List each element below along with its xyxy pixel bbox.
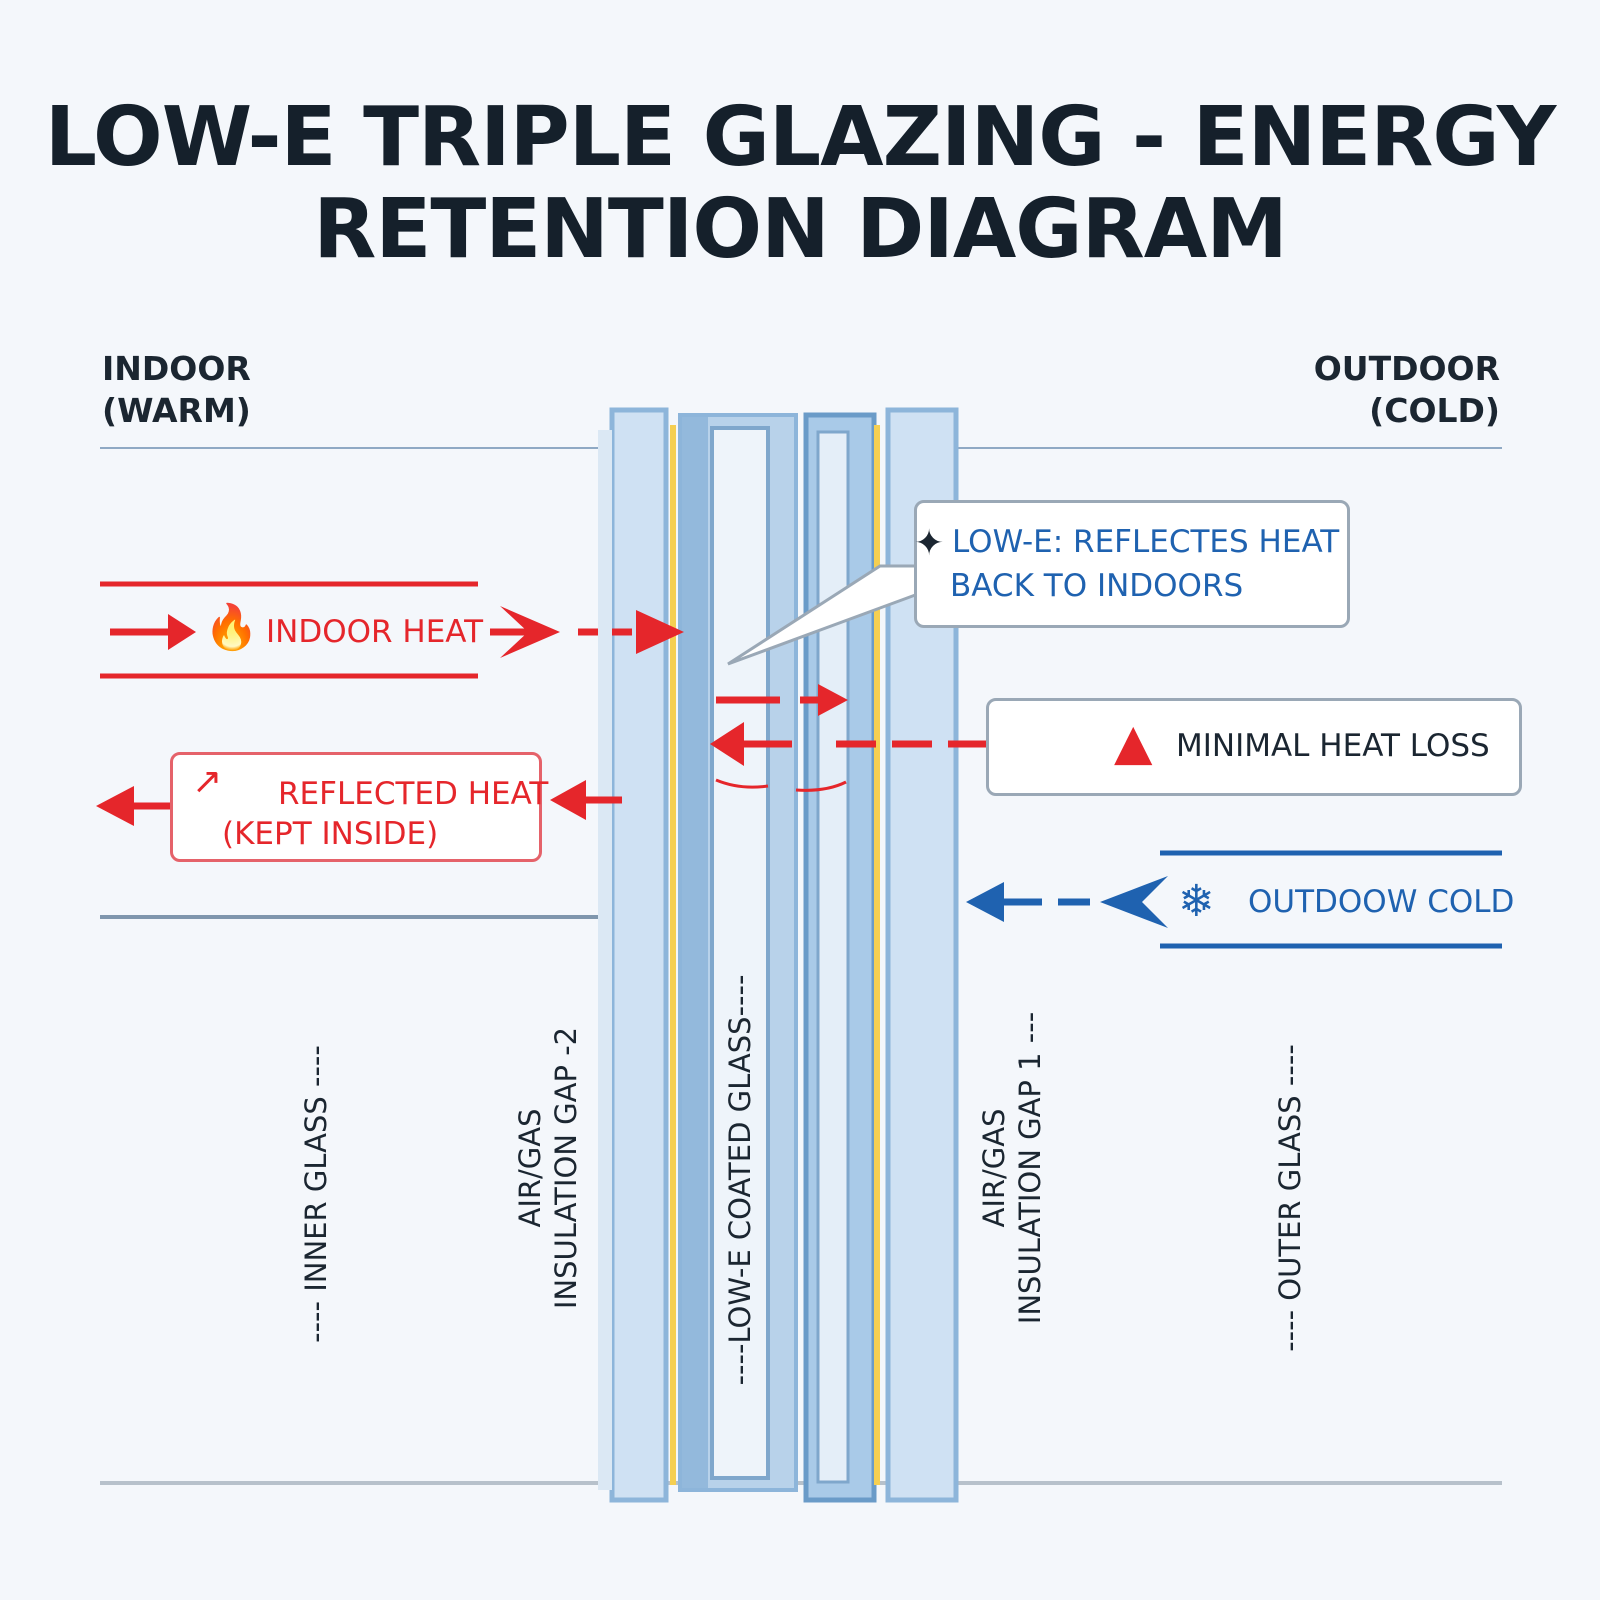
low-e-glass-dark-edge — [682, 417, 708, 1488]
inner-glass-pane — [609, 407, 669, 1503]
indoor-heat-label: INDOOR HEAT — [266, 614, 484, 650]
gap2-label-line-1: AIR/GAS — [513, 1108, 547, 1228]
indoor-heat-dashed-arrow-head — [636, 610, 684, 654]
snowflake-icon: ❄ — [1178, 876, 1215, 927]
page-title: LOW-E TRIPLE GLAZING - ENERGY RETENTION … — [0, 92, 1600, 276]
outdoor-cold-arrow-head-2 — [966, 882, 1004, 922]
gap1-label-line-1: AIR/GAS — [977, 1108, 1011, 1228]
outer-glass-label-text: ---- OUTER GLASS ---- — [1273, 1044, 1307, 1352]
inner-glass-label-text: ---- INNER GLASS ---- — [299, 1045, 333, 1343]
low-e-callout — [914, 500, 1350, 628]
outdoor-cold-arrow-head-1 — [1100, 876, 1168, 928]
outer-glass-label: ---- OUTER GLASS ---- — [1272, 1044, 1308, 1352]
indoor-heat-arrow-2-head — [500, 606, 560, 658]
low-e-glass-label: ----LOW-E COATED GLASS---- — [722, 975, 758, 1386]
reflect-curve-right — [795, 780, 847, 792]
low-e-glass-label-text: ----LOW-E COATED GLASS---- — [723, 974, 757, 1386]
indoor-heat-arrow-1-head — [168, 614, 196, 650]
up-arrow-icon: ▲ — [1114, 713, 1153, 771]
reflected-heat-label-line-1: REFLECTED HEAT — [278, 776, 549, 812]
reflected-arrow-left-head — [96, 786, 134, 826]
indoor-label: INDOOR (WARM) — [102, 348, 251, 432]
fire-icon: 🔥 — [204, 602, 259, 653]
gap2-label: AIR/GAS INSULATION GAP -2 — [512, 1027, 584, 1309]
gap2-coating-strip — [670, 425, 676, 1485]
reflect-arrow-icon: ↗ — [192, 761, 223, 802]
gap1-label-line-2: INSULATION GAP 1 --- — [1013, 1011, 1047, 1325]
reflected-flow-arrow-head — [710, 722, 744, 766]
outdoor-label-line-1: OUTDOOR — [1313, 349, 1500, 388]
low-e-label-line-1: LOW-E: REFLECTES HEAT — [952, 524, 1340, 560]
sparkle-icon: ✦ — [914, 523, 945, 564]
outdoor-label-line-2: (COLD) — [1369, 391, 1500, 430]
minimal-heat-loss-label: MINIMAL HEAT LOSS — [1176, 728, 1490, 764]
outer-coating-strip — [874, 425, 880, 1485]
reflected-arrow-right-head — [550, 780, 586, 820]
title-line-2: RETENTION DIAGRAM — [313, 182, 1288, 277]
inner-glass-label: ---- INNER GLASS ---- — [298, 1045, 334, 1343]
indoor-label-line-1: INDOOR — [102, 349, 251, 388]
reflected-heat-callout — [170, 752, 542, 862]
indoor-label-line-2: (WARM) — [102, 391, 251, 430]
gap1-label: AIR/GAS INSULATION GAP 1 --- — [976, 1012, 1048, 1324]
inner-glass-shadow — [598, 430, 612, 1490]
low-e-label-line-2: BACK TO INDOORS — [950, 568, 1244, 604]
reflect-curve-left — [715, 778, 769, 789]
minimal-heat-loss-callout — [986, 698, 1522, 796]
outdoor-label: OUTDOOR (COLD) — [1314, 348, 1500, 432]
gap2-label-line-2: INSULATION GAP -2 — [549, 1026, 583, 1310]
outdoor-cold-label: OUTDOOW COLD — [1248, 884, 1515, 920]
low-e-glass-core — [710, 426, 770, 1480]
coating-flow-arrow-head — [818, 684, 848, 716]
title-line-1: LOW-E TRIPLE GLAZING - ENERGY — [44, 90, 1557, 185]
reflected-heat-label-line-2: (KEPT INSIDE) — [222, 816, 439, 852]
